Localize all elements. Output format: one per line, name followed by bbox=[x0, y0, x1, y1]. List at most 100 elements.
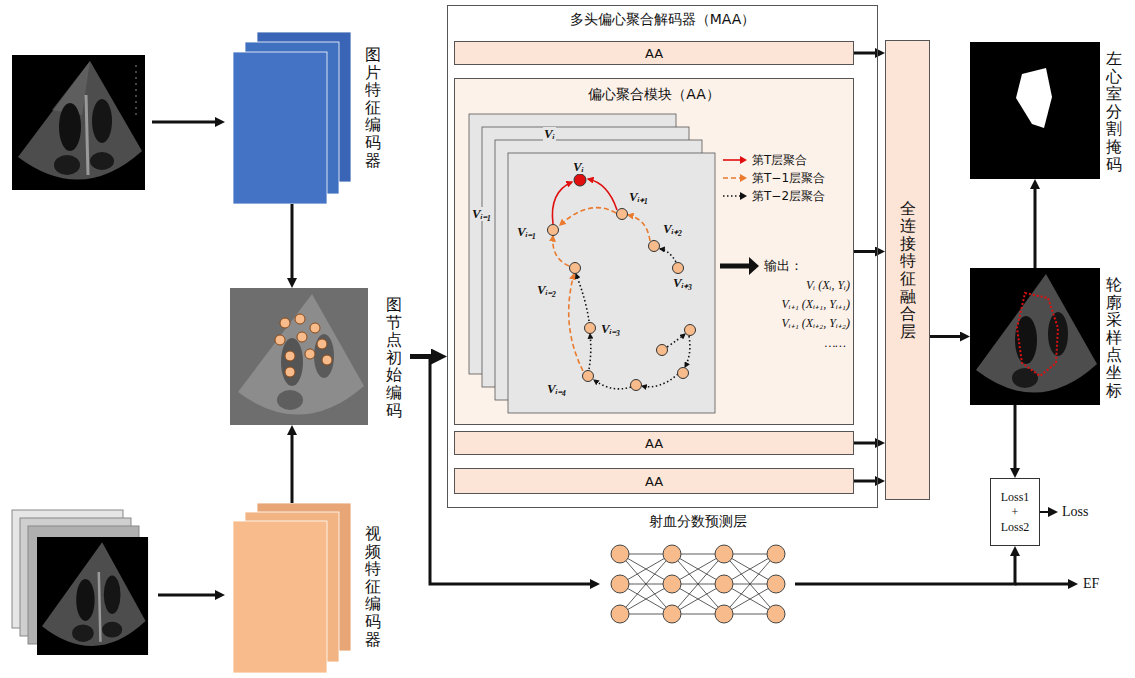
graph-node-image-part bbox=[238, 294, 364, 415]
neural-net-part-part bbox=[715, 605, 733, 623]
aggregation-graph-part-part-part bbox=[631, 380, 642, 391]
encoder-block-shape bbox=[233, 503, 351, 673]
flow-arrow bbox=[291, 204, 294, 281]
annotation-text: Vᵢ (Xᵢ, Yᵢ) bbox=[806, 278, 850, 293]
neural-net-part bbox=[611, 545, 785, 623]
video-frames bbox=[12, 510, 148, 655]
node-label: AA bbox=[645, 436, 663, 451]
input-arrow bbox=[152, 121, 218, 124]
aggregation-graph-part-part bbox=[508, 153, 715, 413]
encoder-block-shape bbox=[233, 32, 351, 204]
aggregation-graph-part-part-part bbox=[585, 323, 596, 334]
echo-image-part bbox=[90, 152, 114, 170]
aggregation-graph-part-part bbox=[552, 179, 689, 389]
neural-net-part-part bbox=[611, 545, 629, 563]
video-frames-part bbox=[37, 537, 148, 655]
vertex-label: Vᵢ₋₃ bbox=[600, 322, 621, 336]
neural-net-part-part bbox=[611, 605, 629, 623]
aggregation-graph-part-part-part bbox=[576, 274, 589, 321]
annotation-text: Vᵢ₊₁ (Xᵢ₊₁, Yᵢ₊₁) bbox=[781, 297, 850, 312]
graph-node-image-part-part bbox=[280, 318, 290, 328]
contour-image-node: 轮廓采样点坐标 bbox=[970, 268, 1100, 405]
flow-arrow bbox=[795, 553, 1015, 584]
aggregation-graph-part-part-part bbox=[588, 179, 617, 210]
legend-sample bbox=[722, 173, 748, 183]
video-frames-part-part bbox=[72, 624, 94, 641]
flow-arrow bbox=[1034, 186, 1037, 268]
graph-node-image-part-part bbox=[317, 339, 327, 349]
contour-image bbox=[970, 268, 1100, 405]
vertex-label: Vᵢ₋₄ bbox=[546, 382, 567, 396]
flow-arrow bbox=[854, 442, 878, 445]
video-frames-part-part bbox=[42, 542, 146, 646]
graph-node-image-part-part bbox=[285, 351, 295, 361]
loss-box: Loss1 + Loss2 bbox=[990, 478, 1040, 546]
neural-net-part-part bbox=[767, 575, 785, 593]
aggregation-graph-part-part bbox=[574, 174, 586, 186]
fusion-layer-box: 全连接特征融合层 bbox=[885, 40, 930, 500]
graph-node-image-part-part bbox=[275, 335, 285, 345]
flow-arrow bbox=[854, 250, 878, 253]
aa-bar: AA bbox=[454, 468, 854, 494]
encoder-block-shape-part bbox=[233, 521, 327, 673]
aggregation-graph-part-part-part bbox=[628, 215, 650, 241]
aggregation-graph-part-part-part bbox=[642, 374, 678, 387]
aa-module: 偏心聚合模块（AA） bbox=[454, 78, 854, 425]
output-arrow bbox=[1040, 511, 1051, 513]
echo-image-part bbox=[12, 55, 145, 190]
node-init-image: 图节点初始编码 bbox=[230, 288, 410, 425]
mask-image-part bbox=[970, 42, 1100, 179]
legend-item: 第T−1层聚合 bbox=[722, 170, 825, 186]
echo-image bbox=[12, 55, 145, 190]
legend-text: 第T−2层聚合 bbox=[752, 188, 825, 204]
aggregation-graph-part-part-part bbox=[678, 368, 689, 379]
video-frames-part-part bbox=[37, 537, 148, 655]
graph-node-image-part-part bbox=[310, 323, 320, 333]
contour-image-part bbox=[976, 274, 1097, 393]
node-label: Loss1 + Loss2 bbox=[997, 490, 1033, 535]
aggregation-graph-part-part-part bbox=[649, 241, 660, 252]
node-label: 全连接特征融合层 bbox=[900, 200, 916, 341]
neural-net-part-part bbox=[767, 605, 785, 623]
legend-line bbox=[723, 195, 741, 197]
echo-image-part bbox=[86, 95, 88, 175]
image-encoder-block: 图片特征编码器 bbox=[233, 32, 351, 204]
decoder-box: AA bbox=[447, 5, 878, 508]
vertex-label: Vᵢ₊₃ bbox=[672, 276, 693, 290]
graph-node-image-part-part bbox=[297, 332, 307, 342]
legend-line bbox=[723, 177, 741, 179]
node-label: 射血分数预测层 bbox=[570, 513, 825, 531]
echo-image-part bbox=[18, 61, 142, 180]
flow-arrow bbox=[291, 432, 294, 503]
node-label: 左心室分割掩码 bbox=[1106, 50, 1122, 173]
vertex-label: Vᵢ₊₂ bbox=[662, 222, 683, 236]
legend-arrowhead bbox=[740, 192, 747, 200]
graph-node-image-part-part bbox=[305, 349, 315, 359]
video-frames-part-part bbox=[99, 572, 101, 642]
aa-bar: AA bbox=[454, 41, 854, 65]
legend-text: 第T层聚合 bbox=[752, 152, 807, 168]
neural-net-part-part bbox=[663, 605, 681, 623]
aggregation-graph-part-part-part bbox=[685, 336, 690, 367]
flow-arrow bbox=[854, 52, 878, 55]
graph-node-image-part-part bbox=[322, 355, 332, 365]
legend-text: 第T−1层聚合 bbox=[752, 170, 825, 186]
echo-image-part bbox=[92, 99, 112, 143]
vertex-label: Vᵢ₋₁ bbox=[516, 225, 537, 239]
legend-arrowhead bbox=[740, 156, 747, 164]
node-label: 图节点初始编码 bbox=[386, 296, 402, 419]
node-label: 视频特征编码器 bbox=[365, 525, 381, 648]
legend-sample bbox=[722, 191, 748, 201]
aggregation-graph-part-part-part bbox=[560, 208, 616, 225]
video-frames-part-part bbox=[102, 622, 122, 638]
aggregation-graph-part-part-part bbox=[548, 225, 559, 236]
aggregation-graph-part-part-part bbox=[589, 334, 591, 369]
aggregation-graph-part-part-part bbox=[570, 263, 581, 274]
aggregation-graph-part-part bbox=[720, 264, 750, 269]
output-arrow bbox=[1015, 583, 1071, 586]
annotation-text: 输出： bbox=[764, 258, 803, 274]
node-label: 多头偏心聚合解码器（MAA） bbox=[448, 11, 877, 29]
neural-net-part-part bbox=[715, 545, 733, 563]
aggregation-graph-part-part-part bbox=[657, 345, 668, 356]
